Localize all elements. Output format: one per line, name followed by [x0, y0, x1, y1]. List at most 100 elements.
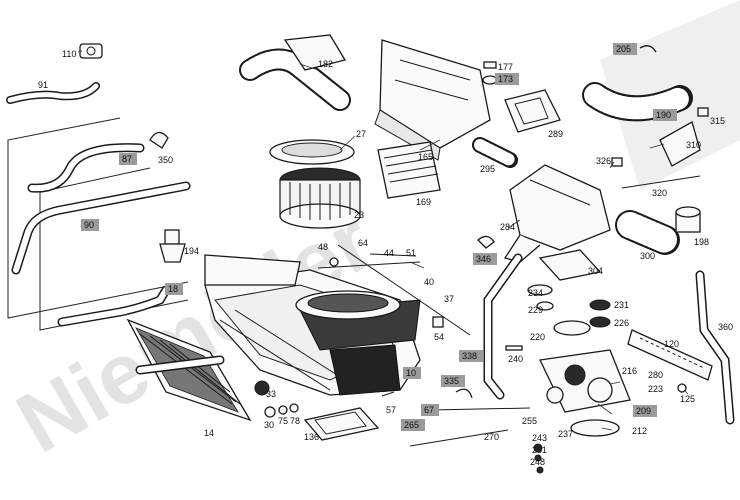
callout-highlight-18: [165, 283, 183, 295]
pin-240: [505, 345, 523, 351]
callout-18: 18: [168, 284, 178, 294]
plate-304: [538, 249, 602, 281]
callout-320: 320: [652, 188, 667, 198]
hose-300: [615, 210, 680, 255]
gasket-289: [504, 89, 561, 133]
clip-177: [483, 61, 497, 69]
pipe-90: [11, 181, 191, 275]
clip-67: [455, 388, 473, 399]
callout-27: 27: [356, 129, 366, 139]
callout-57: 57: [386, 405, 396, 415]
clip-346: [477, 235, 495, 249]
callout-350: 350: [158, 155, 173, 165]
callout-14: 14: [204, 428, 214, 438]
clip-205: [639, 45, 657, 53]
callout-229: 229: [528, 305, 543, 315]
callout-highlight-335: [441, 375, 465, 387]
callout-315: 315: [710, 116, 725, 126]
callout-310: 310: [686, 140, 701, 150]
callout-23: 23: [354, 210, 364, 220]
callout-216: 216: [622, 366, 637, 376]
callout-198: 198: [694, 237, 709, 247]
ring-27: [269, 139, 355, 165]
callout-highlight-90: [81, 219, 99, 231]
nut-248: [536, 466, 544, 474]
callout-165: 165: [418, 152, 433, 162]
callout-284: 284: [500, 222, 515, 232]
clip-326: [611, 157, 623, 167]
callout-243: 243: [532, 433, 547, 443]
callout-212: 212: [632, 426, 647, 436]
callout-335: 335: [444, 376, 459, 386]
callout-265: 265: [404, 420, 419, 430]
screw-75: [278, 405, 288, 415]
callout-37: 37: [444, 294, 454, 304]
callout-120: 120: [664, 339, 679, 349]
valve-194: [159, 229, 186, 263]
rod-270: [409, 429, 509, 447]
callout-295: 295: [480, 164, 495, 174]
callout-360: 360: [718, 322, 733, 332]
callout-67: 67: [424, 405, 434, 415]
callout-highlight-190: [653, 109, 677, 121]
callout-highlight-10: [403, 367, 421, 379]
rod-320: [621, 175, 701, 189]
duct-284: [503, 164, 611, 263]
callout-169: 169: [416, 197, 431, 207]
callout-51: 51: [406, 248, 416, 258]
filter-169: [377, 141, 441, 199]
grommet-173: [482, 75, 498, 85]
group-bracket-upper: [7, 117, 189, 319]
callout-10: 10: [406, 368, 416, 378]
callout-highlight-87: [119, 153, 137, 165]
washer-30: [264, 406, 276, 418]
callout-91: 91: [38, 80, 48, 90]
nut-33: [254, 380, 270, 396]
callout-326: 326: [596, 156, 611, 166]
gasket-136: [303, 407, 380, 441]
callout-48: 48: [318, 242, 328, 252]
bracket-310: [659, 107, 709, 167]
bracket-120: [627, 329, 713, 381]
callout-54: 54: [434, 332, 444, 342]
heater-housing: [204, 254, 421, 396]
callout-205: 205: [616, 44, 631, 54]
callout-33: 33: [266, 389, 276, 399]
callout-40: 40: [424, 277, 434, 287]
callout-125: 125: [680, 394, 695, 404]
screw-78: [289, 403, 299, 413]
clip-350: [149, 131, 169, 149]
connector-198: [675, 206, 701, 233]
callout-highlight-338: [459, 350, 483, 362]
callout-234: 234: [528, 288, 543, 298]
callout-highlight-209: [633, 405, 657, 417]
callout-194: 194: [184, 246, 199, 256]
callout-182: 182: [318, 59, 333, 69]
callout-64: 64: [358, 238, 368, 248]
callout-highlight-67: [421, 404, 439, 416]
callout-highlight-346: [473, 253, 497, 265]
rod-37: [337, 244, 471, 336]
leader-lines: [77, 50, 689, 431]
callout-136: 136: [304, 432, 319, 442]
callout-highlight-265: [401, 419, 425, 431]
callout-110: 110: [62, 49, 76, 59]
callout-209: 209: [636, 406, 651, 416]
callout-240: 240: [508, 354, 523, 364]
screw-243: [533, 443, 543, 453]
callout-270: 270: [484, 432, 499, 442]
callout-300: 300: [640, 251, 655, 261]
callout-177: 177: [498, 62, 513, 72]
callout-251: 251: [532, 445, 547, 455]
callout-231: 231: [614, 300, 629, 310]
callout-75: 75: [278, 416, 288, 426]
clip-48: [329, 257, 339, 267]
callout-346: 346: [476, 254, 491, 264]
callout-highlight-173: [495, 73, 519, 85]
callout-255: 255: [522, 416, 537, 426]
callout-90: 90: [84, 220, 94, 230]
valve-block: [527, 284, 631, 437]
hose-190: [582, 82, 693, 122]
